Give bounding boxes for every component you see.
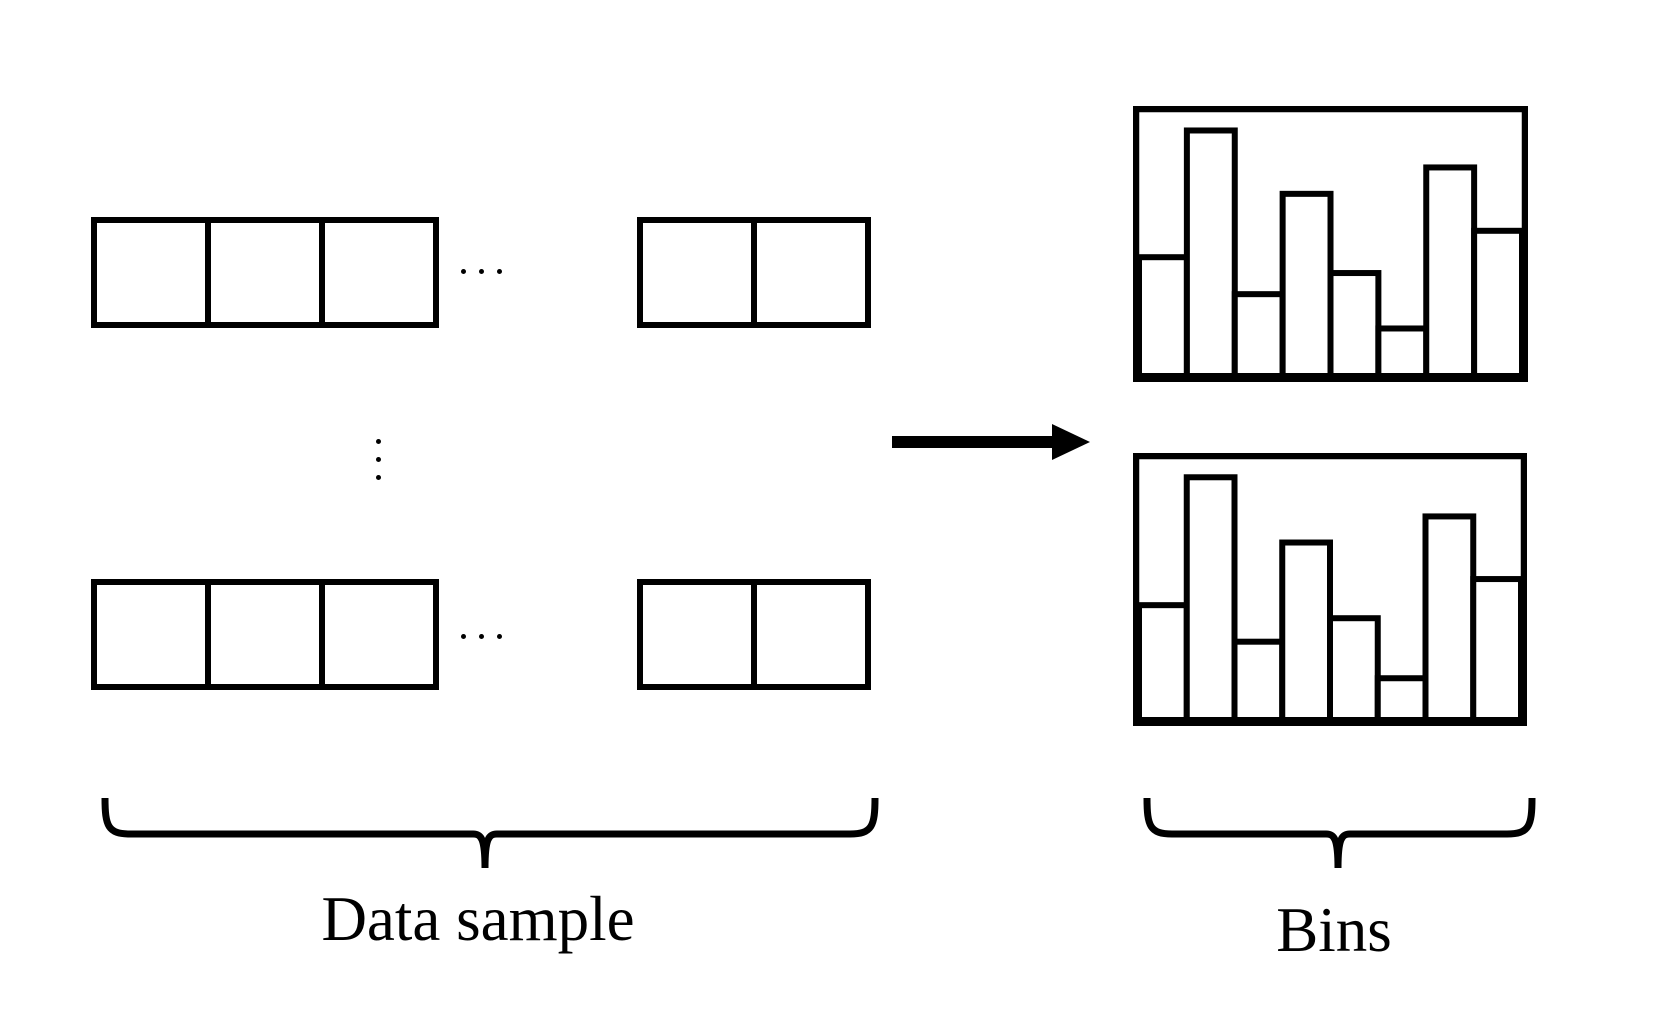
histogram-frame (1133, 453, 1527, 726)
histogram-bar (1183, 474, 1238, 723)
ellipsis-dot (461, 269, 466, 274)
histogram-bar (1183, 127, 1238, 380)
sample-cell (91, 217, 211, 328)
sample-cell (637, 579, 757, 690)
histogram-bar (1231, 638, 1286, 723)
bins-underbrace-icon (1143, 797, 1536, 869)
ellipsis-dot (479, 269, 484, 274)
sample-cell (751, 217, 871, 328)
ellipsis-dot (376, 439, 381, 444)
histogram-bar (1471, 227, 1526, 379)
sample-cell (205, 217, 325, 328)
sample-cell (319, 579, 439, 690)
histogram-bar (1279, 539, 1333, 723)
arrow-head (1052, 424, 1090, 460)
sample-record-box (637, 217, 871, 328)
sample-record-box (91, 217, 439, 328)
histogram-bar (1327, 270, 1382, 379)
sample-record-box (91, 579, 439, 690)
histogram-bar (1279, 190, 1334, 379)
histogram-bar (1374, 675, 1429, 724)
data-sample-underbrace-icon (101, 797, 879, 869)
horizontal-ellipsis-icon (461, 269, 502, 274)
ellipsis-dot (376, 457, 381, 462)
ellipsis-dot (497, 634, 502, 639)
histogram-bar (1231, 291, 1286, 379)
ellipsis-dot (479, 634, 484, 639)
vertical-ellipsis-icon (376, 439, 381, 480)
sample-cell (637, 217, 757, 328)
histogram-bar (1470, 576, 1524, 723)
histogram-frame (1133, 106, 1528, 382)
ellipsis-dot (376, 475, 381, 480)
histogram-bar (1136, 254, 1190, 379)
sample-record-box (637, 579, 871, 690)
histogram-bar (1422, 513, 1477, 723)
data-sample-label: Data sample (321, 884, 635, 954)
ellipsis-dot (497, 269, 502, 274)
sample-cell (205, 579, 325, 690)
histogram-box-bottom (1133, 453, 1527, 726)
sample-cell (751, 579, 871, 690)
arrow-shaft (892, 436, 1052, 448)
sample-cell (319, 217, 439, 328)
histogram-bar (1136, 602, 1190, 723)
sample-cell (91, 579, 211, 690)
bins-label: Bins (1276, 895, 1392, 965)
histogram-box-top (1133, 106, 1528, 382)
histogram-bar (1423, 164, 1478, 379)
histogram-bar (1327, 615, 1381, 724)
ellipsis-dot (461, 634, 466, 639)
horizontal-ellipsis-icon (461, 634, 502, 639)
histogram-bar (1375, 325, 1430, 379)
